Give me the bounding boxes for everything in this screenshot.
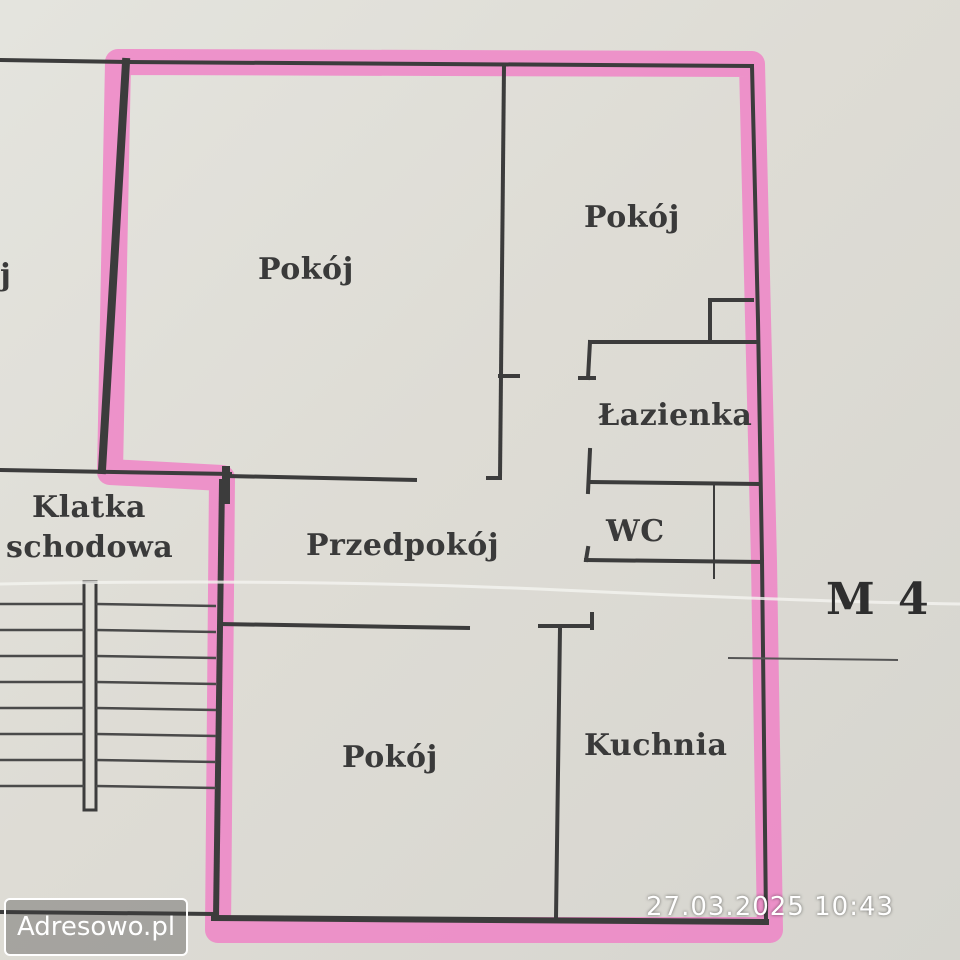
room-label-hallway: Przedpokój [306,528,500,563]
room-label-kitchen: Kuchnia [584,728,728,763]
room-label-top-left: Pokój [258,252,354,287]
watermark-badge: Adresowo.pl [4,898,188,956]
room-label-staircase-line1: Klatka [32,490,146,525]
room-label-bottom: Pokój [342,740,438,775]
apartment-highlight-outline [97,49,783,943]
staircase-steps [0,602,217,790]
room-label-top-right: Pokój [584,200,680,235]
unit-label: M 4 [826,574,933,625]
room-label-staircase-line2: schodowa [6,530,174,565]
photo-timestamp: 27.03.2025 10:43 [646,892,895,922]
room-label-left-edge: j [0,258,12,293]
room-label-wc: WC [606,514,665,549]
watermark-text: Adresowo.pl [16,912,176,942]
walls [0,57,770,926]
room-label-bathroom: Łazienka [598,398,753,433]
paper-fold-line [0,580,960,606]
unit-label-underline [727,657,899,661]
